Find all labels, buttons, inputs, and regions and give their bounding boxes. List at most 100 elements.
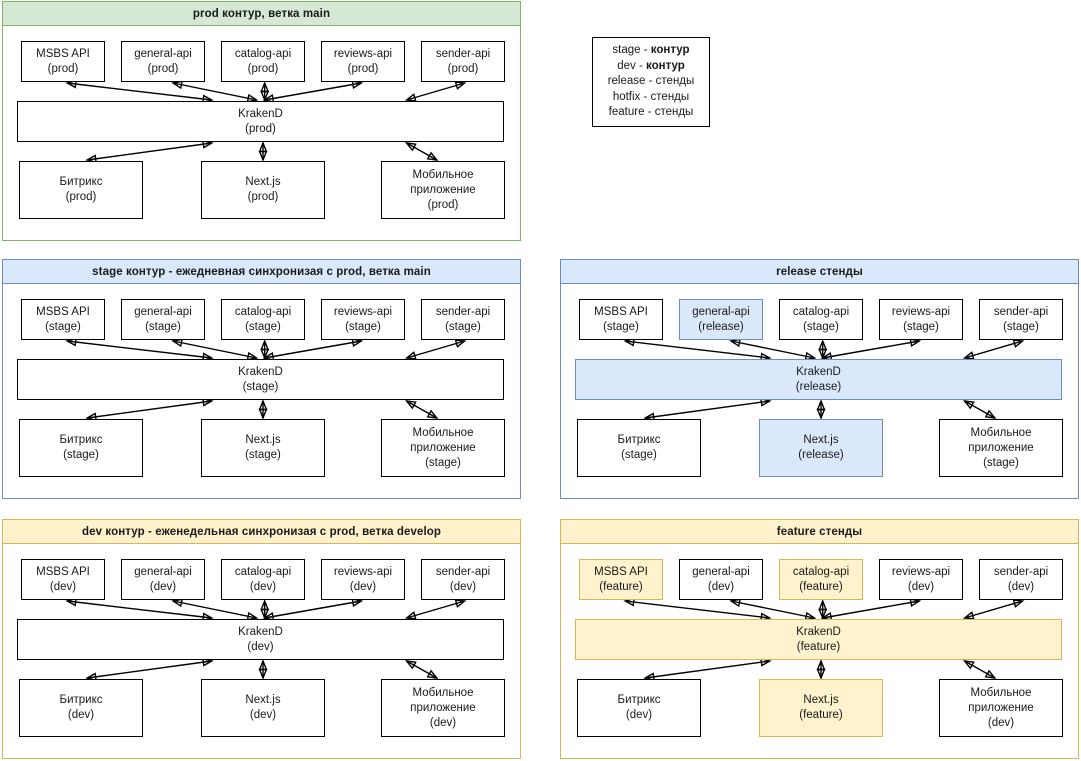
client-box-release-2[interactable]: Мобильное приложение (stage) — [939, 419, 1063, 477]
panel-body-release: MSBS API(stage)general-api(release)catal… — [561, 284, 1078, 498]
client-box-dev-2[interactable]: Мобильное приложение (dev) — [381, 679, 505, 737]
node-env: (stage) — [903, 320, 939, 333]
node-env: (stage) — [983, 456, 1019, 469]
node-title: MSBS API — [36, 305, 90, 318]
client-box-stage-1[interactable]: Next.js (stage) — [201, 419, 325, 477]
node-title: Next.js — [245, 694, 281, 706]
gateway-box-feature[interactable]: KrakenD(feature) — [575, 619, 1062, 660]
client-box-dev-1[interactable]: Next.js (dev) — [201, 679, 325, 737]
service-box-dev-0[interactable]: MSBS API (dev) — [21, 559, 105, 600]
node-env: (stage) — [445, 320, 481, 333]
node-title: sender-api — [993, 305, 1049, 318]
client-box-dev-0[interactable]: Битрикс(dev) — [19, 679, 143, 737]
service-box-feature-3[interactable]: reviews-api(dev) — [879, 559, 963, 600]
legend-line-stage: stage - контур — [612, 43, 689, 59]
node-env: (prod) — [247, 191, 279, 203]
client-box-prod-0[interactable]: Битрикс(prod) — [19, 161, 143, 219]
node-env: (feature) — [799, 580, 843, 593]
gateway-box-prod[interactable]: KrakenD(prod) — [17, 101, 504, 142]
panel-title-dev: dev контур - еженедельная синхронизая с … — [3, 520, 520, 544]
service-box-feature-4[interactable]: sender-api(dev) — [979, 559, 1063, 600]
service-box-release-4[interactable]: sender-api(stage) — [979, 299, 1063, 340]
gateway-box-stage[interactable]: KrakenD(stage) — [17, 359, 504, 400]
node-title: general-api — [134, 565, 192, 578]
service-box-feature-0[interactable]: MSBS API(feature) — [579, 559, 663, 600]
client-box-stage-2[interactable]: Мобильное приложение(stage) — [381, 419, 505, 477]
node-env: (dev) — [249, 580, 277, 593]
node-title: Next.js — [245, 176, 281, 188]
legend-line-release: release - стенды — [608, 74, 695, 90]
service-box-release-0[interactable]: MSBS API(stage) — [579, 299, 663, 340]
service-box-release-2[interactable]: catalog-api(stage) — [779, 299, 863, 340]
node-title: Битрикс — [617, 694, 661, 706]
client-box-feature-2[interactable]: Мобильное приложение(dev) — [939, 679, 1063, 737]
node-env: (feature) — [799, 709, 843, 721]
node-title: Next.js — [803, 434, 839, 446]
node-env: (stage) — [45, 320, 81, 333]
node-env: (stage) — [145, 320, 181, 333]
node-env: (prod) — [245, 122, 276, 135]
node-title: Битрикс — [617, 434, 661, 446]
client-box-prod-1[interactable]: Next.js (prod) — [201, 161, 325, 219]
service-box-release-3[interactable]: reviews-api(stage) — [879, 299, 963, 340]
node-env: (prod) — [65, 191, 97, 203]
node-env: (stage) — [63, 449, 99, 461]
node-env: (dev) — [249, 709, 277, 721]
service-box-stage-0[interactable]: MSBS API (stage) — [21, 299, 105, 340]
service-box-prod-1[interactable]: general-api (prod) — [121, 41, 205, 82]
node-title: general-api — [134, 305, 192, 318]
node-env: (stage) — [242, 380, 279, 393]
node-title: general-api — [692, 565, 750, 578]
node-env: (stage) — [245, 449, 281, 461]
service-box-stage-2[interactable]: catalog-api(stage) — [221, 299, 305, 340]
node-title: Мобильное приложение — [968, 426, 1034, 454]
service-box-dev-3[interactable]: reviews-api(dev) — [321, 559, 405, 600]
node-title: Мобильное приложение — [410, 168, 476, 196]
node-env: (dev) — [707, 580, 735, 593]
node-env: (dev) — [149, 580, 177, 593]
client-box-release-1[interactable]: Next.js(release) — [759, 419, 883, 477]
legend-separator: - — [635, 59, 646, 72]
node-title: KrakenD — [796, 365, 841, 378]
service-box-dev-1[interactable]: general-api (dev) — [121, 559, 205, 600]
service-box-feature-2[interactable]: catalog-api(feature) — [779, 559, 863, 600]
service-box-release-1[interactable]: general-api(release) — [679, 299, 763, 340]
gateway-box-dev[interactable]: KrakenD(dev) — [17, 619, 504, 660]
node-title: reviews-api — [891, 565, 951, 578]
service-box-dev-2[interactable]: catalog-api(dev) — [221, 559, 305, 600]
node-title: sender-api — [435, 47, 491, 60]
node-title: reviews-api — [333, 47, 393, 60]
gateway-box-release[interactable]: KrakenD (release) — [575, 359, 1062, 400]
legend-term: hotfix — [612, 90, 641, 103]
node-env: (dev) — [349, 580, 377, 593]
legend-line-dev: dev - контур — [617, 59, 685, 75]
node-title: general-api — [134, 47, 192, 60]
client-box-stage-0[interactable]: Битрикс(stage) — [19, 419, 143, 477]
node-env: (dev) — [49, 580, 77, 593]
service-box-prod-4[interactable]: sender-api(prod) — [421, 41, 505, 82]
node-env: (dev) — [429, 716, 457, 729]
service-box-feature-1[interactable]: general-api (dev) — [679, 559, 763, 600]
service-box-prod-0[interactable]: MSBS API(prod) — [21, 41, 105, 82]
service-box-stage-3[interactable]: reviews-api(stage) — [321, 299, 405, 340]
node-title: MSBS API — [36, 565, 90, 578]
service-box-prod-3[interactable]: reviews-api(prod) — [321, 41, 405, 82]
node-env: (stage) — [803, 320, 839, 333]
client-box-feature-1[interactable]: Next.js(feature) — [759, 679, 883, 737]
node-env: (dev) — [449, 580, 477, 593]
node-title: Next.js — [245, 434, 281, 446]
node-env: (release) — [795, 380, 842, 393]
client-box-prod-2[interactable]: Мобильное приложение(prod) — [381, 161, 505, 219]
node-title: general-api — [692, 305, 750, 318]
legend-separator: - — [644, 106, 655, 119]
node-title: MSBS API — [594, 565, 648, 578]
client-box-feature-0[interactable]: Битрикс(dev) — [577, 679, 701, 737]
node-env: (prod) — [147, 62, 179, 75]
node-title: Мобильное приложение — [410, 686, 476, 714]
service-box-stage-4[interactable]: sender-api(stage) — [421, 299, 505, 340]
service-box-stage-1[interactable]: general-api (stage) — [121, 299, 205, 340]
service-box-prod-2[interactable]: catalog-api(prod) — [221, 41, 305, 82]
service-box-dev-4[interactable]: sender-api(dev) — [421, 559, 505, 600]
client-box-release-0[interactable]: Битрикс(stage) — [577, 419, 701, 477]
legend-kind: контур — [646, 59, 685, 72]
